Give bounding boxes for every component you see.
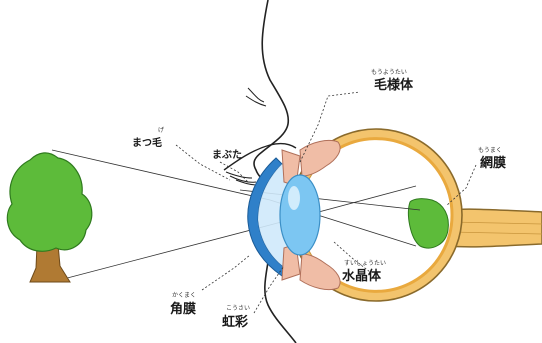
lens-label: 水晶体	[342, 268, 382, 284]
retina-ruby: もうまく	[478, 147, 502, 154]
cornea-label: 角膜	[170, 301, 196, 317]
iris-label: 虹彩	[222, 314, 248, 330]
tree-foliage	[7, 153, 91, 251]
iris-ruby: こうさい	[226, 305, 250, 312]
ciliary-body-ruby: もうようたい	[371, 69, 407, 76]
lens	[280, 175, 320, 255]
eyelid-label: まぶた	[212, 149, 242, 161]
retina-label: 網膜	[480, 155, 506, 171]
eyelash-ruby: げ	[158, 126, 164, 134]
tree	[7, 153, 91, 282]
eyelash-strands	[226, 172, 258, 185]
cornea-ruby: かくまく	[172, 292, 196, 299]
eyelash-label: まつ毛	[132, 136, 162, 149]
lens-ruby: すいしょうたい	[344, 260, 386, 267]
ciliary-body-label: 毛様体	[374, 77, 414, 93]
eyebrow	[246, 88, 266, 106]
